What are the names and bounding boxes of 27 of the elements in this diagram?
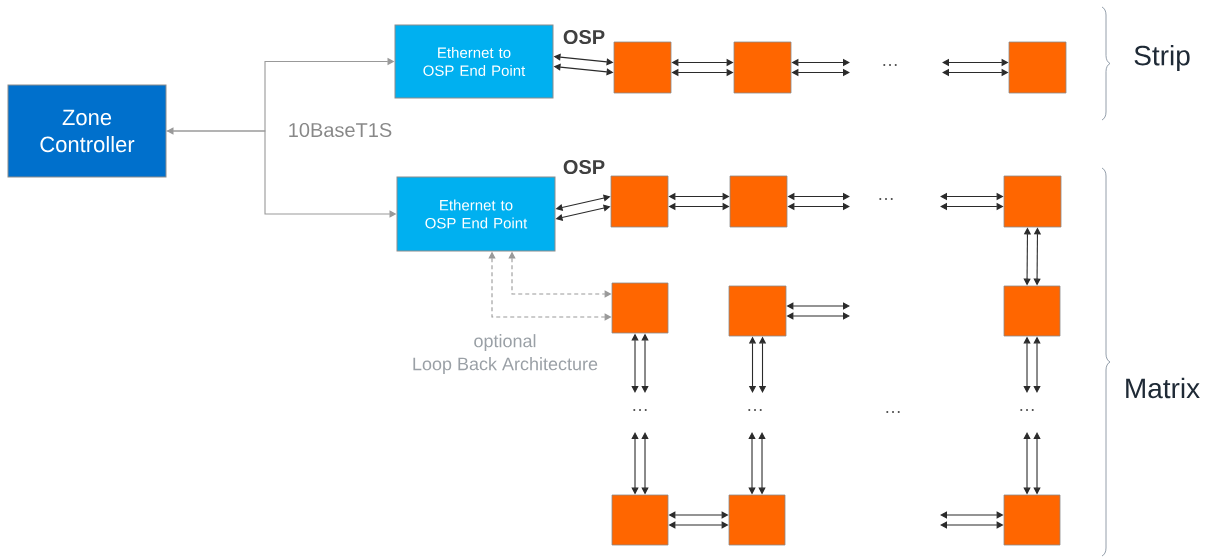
bus-label: 10BaseT1S — [289, 122, 392, 138]
node-box — [729, 175, 788, 228]
node-box — [1003, 494, 1061, 546]
node-box — [611, 494, 669, 546]
ellipsis: … — [1020, 409, 1034, 411]
node-box — [733, 41, 792, 94]
protocol-label: OSP — [563, 159, 605, 175]
node-box — [610, 175, 669, 228]
ellipsis: … — [886, 411, 900, 413]
controller-box: Zone Controller — [7, 84, 167, 178]
ellipsis: … — [879, 198, 893, 200]
ellipsis: … — [883, 64, 897, 66]
endpoint-box: Ethernet to OSP End Point — [396, 176, 556, 252]
protocol-label: OSP — [563, 29, 605, 45]
ellipsis: … — [633, 409, 647, 411]
node-box — [1008, 41, 1067, 94]
note-text: optional Loop Back Architecture — [413, 334, 598, 374]
node-box — [613, 41, 672, 94]
node-box — [611, 282, 669, 334]
node-box — [1003, 285, 1061, 337]
node-box — [728, 285, 787, 337]
node-box — [728, 494, 786, 546]
group-label: Strip — [1134, 44, 1190, 72]
ellipsis: … — [748, 409, 762, 411]
node-box — [1003, 175, 1062, 228]
endpoint-box: Ethernet to OSP End Point — [394, 24, 554, 99]
group-label: Matrix — [1126, 377, 1200, 399]
